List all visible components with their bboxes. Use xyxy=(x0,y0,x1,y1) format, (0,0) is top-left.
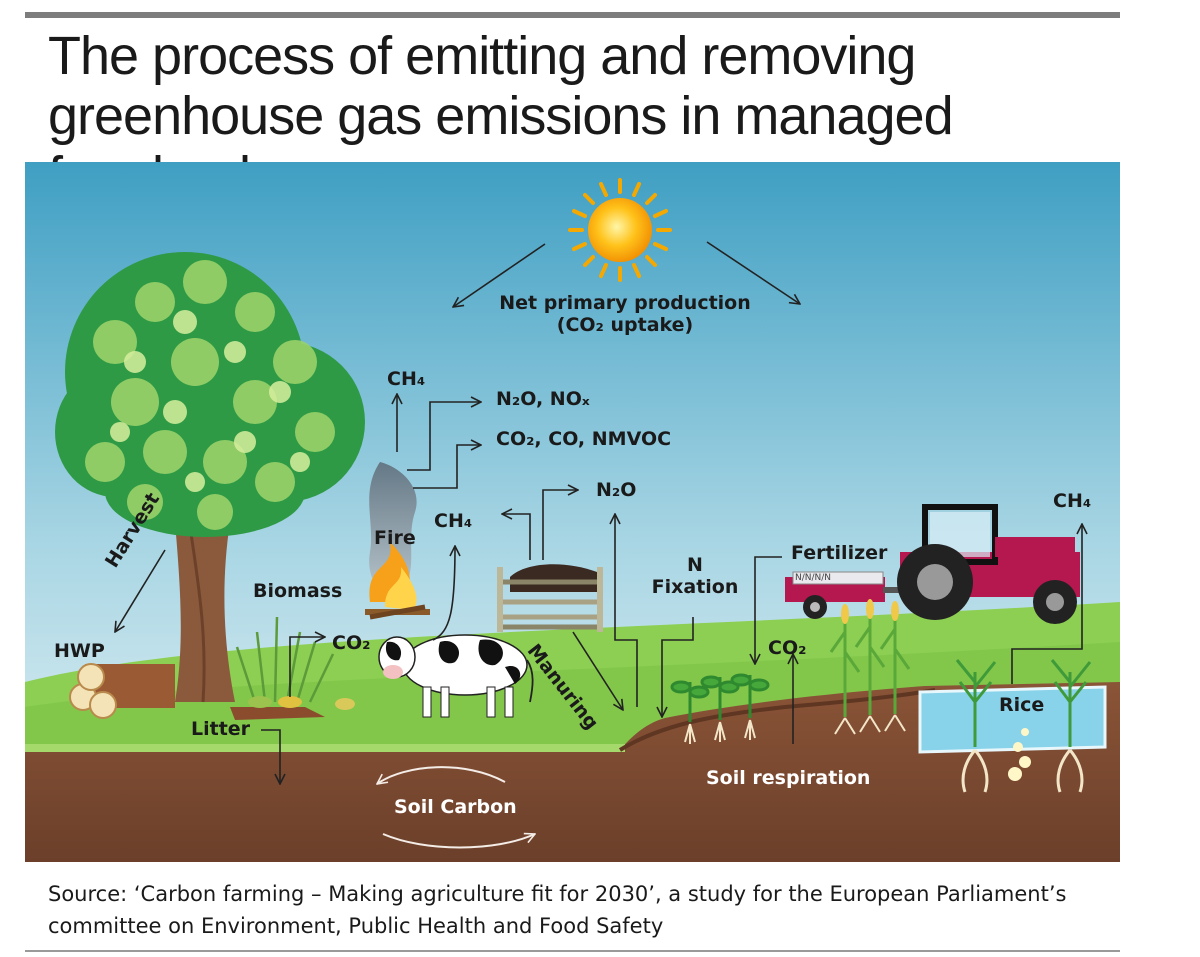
page-title: The process of emitting and removing gre… xyxy=(48,26,1148,206)
tractor-icon xyxy=(785,504,1080,624)
tree xyxy=(55,252,365,703)
corn-crops-icon xyxy=(829,612,911,717)
rice-paddy-water xyxy=(918,685,1107,754)
fertilizer-bag-text: N/N/N/N xyxy=(795,573,832,583)
npp-label: Net primary production (CO₂ uptake) xyxy=(499,292,751,336)
soil-co2-label: CO₂ xyxy=(768,637,807,659)
manure-bin-icon xyxy=(497,564,603,632)
fire-n2o-nox-label: N₂O, NOₓ xyxy=(496,388,590,410)
diagram-illustration xyxy=(25,162,1120,862)
fire-ch4-label: CH₄ xyxy=(387,368,426,390)
biomass-label: Biomass xyxy=(253,580,343,602)
biomass-co2-label: CO₂ xyxy=(332,632,371,654)
n-fixation-label: N Fixation xyxy=(651,554,739,598)
cow-ch4-label: CH₄ xyxy=(434,510,473,532)
title-line-2: greenhouse gas emissions in managed farm… xyxy=(48,86,954,206)
rice-label: Rice xyxy=(999,694,1045,716)
rice-plants-icon xyxy=(955,659,1092,747)
soil-respiration-label: Soil respiration xyxy=(706,767,871,789)
soil-layer xyxy=(25,682,1120,862)
soil-carbon-cycle-arrows xyxy=(377,766,535,849)
source-line-2: committee on Environment, Public Health … xyxy=(48,914,664,938)
litter-icon xyxy=(230,696,355,720)
soil-carbon-label: Soil Carbon xyxy=(394,796,517,818)
sun-icon xyxy=(568,178,672,282)
title-line-1: The process of emitting and removing xyxy=(48,26,916,86)
seedling-roots xyxy=(684,719,756,744)
fire-label: Fire xyxy=(374,527,416,549)
seedling-crops-icon xyxy=(670,673,770,722)
top-rule xyxy=(25,12,1120,18)
grass-tuft-icon xyxy=(235,616,335,703)
flow-arrows xyxy=(115,241,1082,784)
litter-label: Litter xyxy=(191,718,251,740)
log-pile-icon xyxy=(69,663,175,719)
methane-bubbles xyxy=(1008,728,1031,781)
fertilizer-label: Fertilizer xyxy=(791,542,888,564)
hwp-label: HWP xyxy=(54,640,105,662)
bottom-rule xyxy=(25,950,1120,952)
fire-co2-co-nmvoc-label: CO₂, CO, NMVOC xyxy=(496,428,672,450)
cow-icon xyxy=(378,634,534,718)
farmland-diagram: Net primary production (CO₂ uptake) CH₄ … xyxy=(25,162,1120,862)
fire-icon xyxy=(365,462,430,620)
source-line-1: Source: ‘Carbon farming – Making agricul… xyxy=(48,882,1067,906)
source-caption: Source: ‘Carbon farming – Making agricul… xyxy=(48,878,1138,942)
manure-n2o-label: N₂O xyxy=(596,479,637,501)
rice-ch4-label: CH₄ xyxy=(1053,490,1092,512)
